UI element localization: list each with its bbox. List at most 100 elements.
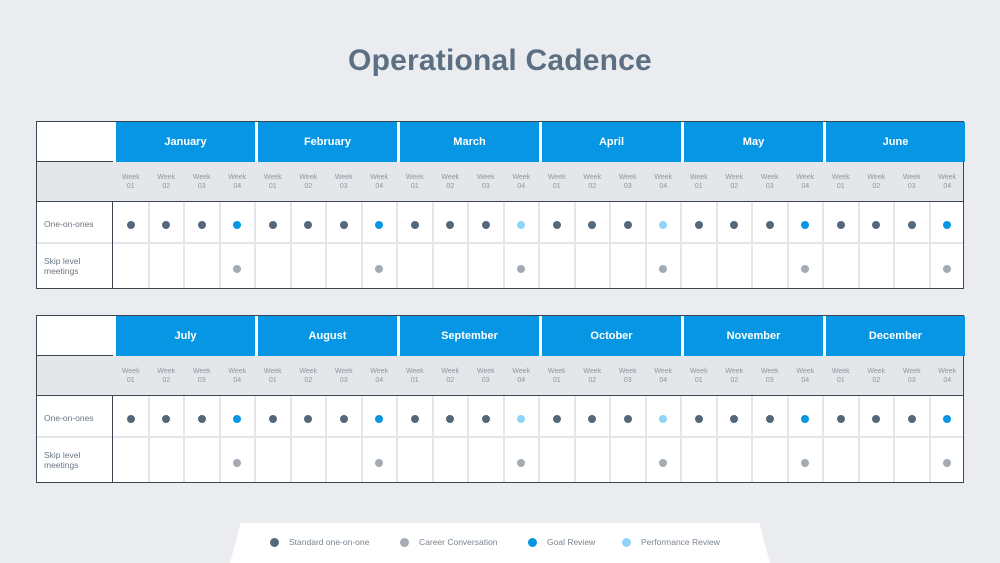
dot-career: [517, 265, 526, 273]
week-label-prefix: Week: [902, 174, 921, 181]
week-header-band: [37, 356, 963, 396]
dot-standard: [162, 221, 171, 229]
column-divider: [325, 396, 327, 482]
dot-career: [801, 459, 810, 467]
column-divider: [857, 202, 860, 288]
dot-career: [375, 265, 384, 273]
dot-standard: [410, 221, 419, 229]
week-label-prefix: Week: [192, 174, 211, 181]
dot-goal: [801, 221, 810, 229]
month-header-may: May: [681, 122, 823, 162]
week-label-number: 01: [126, 377, 135, 384]
dot-goal: [233, 415, 242, 423]
skip-level-row: [37, 440, 963, 482]
week-label-number: 01: [410, 377, 419, 384]
row-label-skip-level-line1: Skip level: [44, 450, 81, 460]
week-label-number: 02: [446, 377, 455, 384]
week-label-number: 03: [481, 183, 490, 190]
week-label-prefix: Week: [654, 368, 673, 375]
column-divider: [680, 202, 682, 288]
dot-goal: [375, 415, 384, 423]
week-label-number: 04: [375, 183, 384, 190]
column-divider: [786, 202, 789, 288]
week-label-prefix: Week: [618, 174, 637, 181]
week-label-prefix: Week: [689, 368, 708, 375]
dot-standard: [872, 221, 881, 229]
column-divider: [289, 396, 292, 482]
month-header-july: July: [113, 316, 255, 356]
column-divider: [893, 396, 895, 482]
dot-standard: [694, 415, 703, 423]
week-label-number: 03: [339, 377, 348, 384]
week-label-number: 01: [410, 183, 419, 190]
legend-label: Career Conversation: [419, 537, 498, 547]
row-label-skip-level-line2: meetings: [44, 460, 79, 470]
column-divider: [396, 396, 398, 482]
week-label-prefix: Week: [441, 174, 460, 181]
column-divider: [538, 202, 540, 288]
dot-standard: [836, 221, 845, 229]
legend-item-career: Career Conversation: [400, 537, 497, 547]
one-on-ones-row: [37, 396, 963, 438]
dot-standard: [339, 221, 348, 229]
dot-standard: [588, 221, 597, 229]
page-title: Operational Cadence: [348, 44, 652, 77]
column-divider: [928, 202, 931, 288]
month-header-january: January: [113, 122, 255, 162]
dot-standard: [197, 415, 206, 423]
legend-label: Performance Review: [641, 537, 720, 547]
dot-standard: [872, 415, 881, 423]
column-divider: [112, 396, 113, 482]
week-label-prefix: Week: [228, 368, 247, 375]
week-header-band: [37, 162, 963, 202]
week-label-prefix: Week: [476, 174, 495, 181]
week-label-prefix: Week: [405, 368, 424, 375]
row-label-one-on-ones: One-on-ones: [44, 413, 94, 423]
dot-career: [233, 265, 242, 273]
column-divider: [822, 202, 824, 288]
column-divider: [644, 396, 647, 482]
week-label-prefix: Week: [796, 174, 815, 181]
column-divider: [431, 202, 434, 288]
row-label-skip-level-line2: meetings: [44, 266, 79, 276]
week-label-prefix: Week: [831, 174, 850, 181]
week-label-prefix: Week: [512, 368, 531, 375]
week-label-prefix: Week: [654, 174, 673, 181]
dot-goal: [233, 221, 242, 229]
column-divider: [431, 396, 434, 482]
week-label-prefix: Week: [583, 368, 602, 375]
week-label-prefix: Week: [547, 368, 566, 375]
dot-performance: [659, 415, 668, 423]
dot-standard: [552, 221, 561, 229]
week-label-prefix: Week: [157, 174, 176, 181]
week-label-number: 04: [375, 377, 384, 384]
week-label-number: 02: [304, 183, 313, 190]
week-label-prefix: Week: [760, 174, 779, 181]
week-label-number: 03: [339, 183, 348, 190]
week-label-number: 04: [233, 377, 242, 384]
dot-standard: [268, 221, 277, 229]
column-divider: [112, 202, 113, 288]
dot-performance: [517, 415, 526, 423]
week-label-number: 04: [943, 183, 952, 190]
